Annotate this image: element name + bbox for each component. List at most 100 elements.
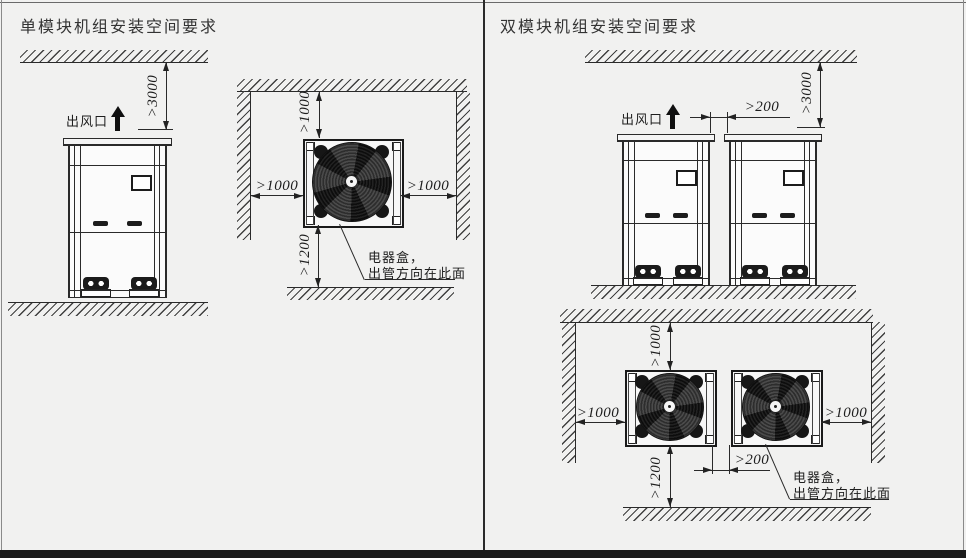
dim-ceiling-value: >3000 — [145, 74, 161, 118]
unit-foot — [82, 277, 109, 290]
fan-hub — [769, 400, 782, 413]
right-border — [963, 0, 964, 552]
side-channel — [393, 142, 401, 225]
note-underline — [790, 499, 889, 501]
dim-arrow-left-icon — [727, 114, 736, 120]
dim-top-value: >1000 — [297, 90, 313, 134]
dim-bottom-value: >1200 — [648, 456, 664, 500]
dim-arrow-down-icon — [316, 129, 322, 138]
unit-left-rail — [623, 141, 635, 285]
dim-right-value: >1000 — [406, 178, 450, 194]
unit-handle-slot — [672, 213, 688, 218]
unit-foot-pad — [80, 289, 111, 297]
note-line1: 电器盒， — [368, 250, 425, 265]
dim-arrow-up-icon — [817, 62, 823, 71]
unit-foot-pad — [779, 277, 810, 285]
unit-base-line — [69, 289, 166, 291]
dim-arrow-down-icon — [817, 118, 823, 127]
dim-arrow-right-icon — [294, 193, 303, 199]
wall-hatch-left — [237, 91, 251, 240]
unit-front-view — [617, 134, 715, 286]
dim-ceiling-line — [820, 63, 822, 127]
unit-front-view — [724, 134, 822, 286]
unit-mid-divider — [69, 231, 166, 233]
dim-left-value: >1000 — [255, 178, 299, 194]
dim-left-value: >1000 — [576, 405, 620, 421]
dim-arrow-right-icon — [447, 193, 456, 199]
fan-hub — [663, 400, 676, 413]
gap-extension-line — [727, 112, 729, 133]
unit-foot — [675, 265, 702, 278]
unit-foot-pad — [129, 289, 160, 297]
unit-foot — [635, 265, 662, 278]
dim-left-line — [576, 422, 625, 424]
unit-right-rail — [154, 145, 166, 297]
unit-foot-pad — [633, 277, 664, 285]
unit-electric-box — [782, 169, 804, 186]
airflow-arrow-up-icon — [666, 104, 680, 130]
dim-arrow-left-icon — [401, 193, 410, 199]
unit-foot — [742, 265, 769, 278]
ground-hatch — [591, 285, 856, 299]
ground-hatch — [8, 302, 208, 316]
dim-arrow-left-icon — [251, 193, 260, 199]
air-outlet-label: 出风口 — [621, 112, 664, 127]
unit-handle-slot — [93, 221, 109, 226]
unit-handle-slot — [751, 213, 767, 218]
side-channel — [812, 373, 820, 444]
dim-bottom-line — [318, 225, 320, 287]
dim-gap-value: >200 — [734, 452, 770, 468]
note-leader-line — [338, 224, 365, 281]
dim-arrow-down-icon — [667, 361, 673, 370]
dim-ceiling-value: >3000 — [799, 71, 815, 115]
dim-bottom-value: >1200 — [297, 233, 313, 277]
unit-foot — [131, 277, 158, 290]
note-leader-line — [764, 444, 791, 500]
dim-right-line — [821, 422, 871, 424]
dim-gap-value: >200 — [744, 99, 780, 115]
dim-arrow-right-icon — [862, 419, 871, 425]
dim-right-value: >1000 — [824, 405, 868, 421]
dim-arrow-right-icon — [616, 419, 625, 425]
air-outlet-label: 出风口 — [66, 114, 109, 129]
panel-title: 双模块机组安装空间要求 — [500, 19, 699, 36]
dim-extension-line — [138, 129, 173, 131]
unit-right-rail — [697, 141, 709, 285]
left-border — [1, 0, 2, 552]
unit-mid-divider — [623, 223, 709, 225]
side-channel — [734, 373, 742, 444]
unit-panel-divider — [623, 159, 709, 161]
unit-top-plate — [63, 138, 172, 146]
dim-gap-line — [690, 117, 790, 119]
unit-front-view — [63, 138, 172, 298]
dim-arrow-down-icon — [163, 121, 169, 130]
dim-arrow-up-icon — [315, 225, 321, 234]
dim-top-line — [670, 323, 672, 370]
side-channel — [628, 373, 636, 444]
dim-top-value: >1000 — [648, 324, 664, 368]
gap-extension-line — [712, 445, 714, 474]
unit-top-plate — [724, 134, 822, 142]
side-channel — [706, 373, 714, 444]
dim-arrow-left-icon — [576, 419, 585, 425]
wall-hatch-right — [871, 322, 885, 463]
unit-foot-pad — [740, 277, 771, 285]
unit-top-view — [625, 370, 717, 447]
dim-arrow-up-icon — [667, 445, 673, 454]
dim-arrow-left-icon — [729, 467, 738, 473]
front-side-hatch — [287, 287, 454, 300]
unit-foot-pad — [672, 277, 703, 285]
note-line2: 出管方向在此面 — [368, 266, 467, 281]
unit-base-line — [623, 277, 709, 279]
airflow-arrow-up-icon — [111, 106, 125, 132]
dim-arrow-left-icon — [821, 419, 830, 425]
panel-divider — [483, 0, 485, 552]
wall-hatch-top — [560, 309, 873, 323]
unit-foot — [782, 265, 809, 278]
dim-arrow-down-icon — [667, 498, 673, 507]
wall-hatch-right — [456, 91, 470, 240]
dim-arrow-down-icon — [315, 278, 321, 287]
unit-panel-divider — [69, 164, 166, 166]
dim-ceiling-line — [166, 63, 168, 129]
